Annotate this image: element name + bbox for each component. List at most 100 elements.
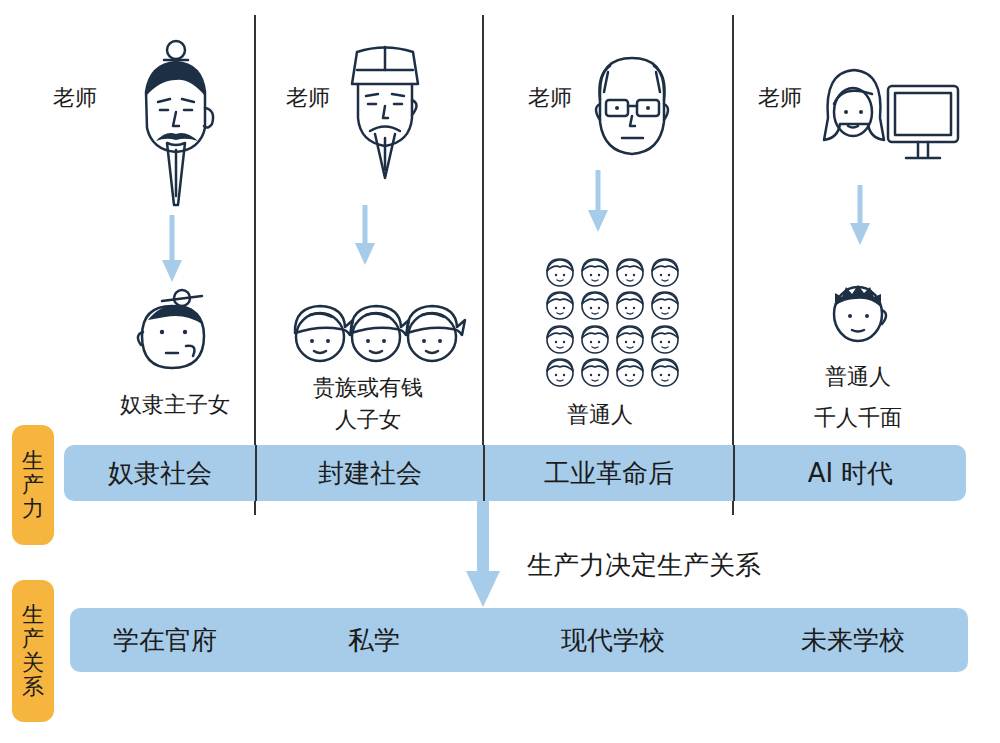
ai-era-teacher-part xyxy=(824,70,884,140)
crowd-of-students-part xyxy=(547,326,573,353)
feudal-teacher-part xyxy=(366,94,404,96)
figure-label: 老师 xyxy=(53,82,97,114)
ai-era-teacher-part xyxy=(895,93,951,135)
era-name: 未来学校 xyxy=(801,623,905,658)
era-name: 封建社会 xyxy=(318,456,422,491)
modern-teacher-part xyxy=(615,106,619,110)
modern-teacher-part xyxy=(630,116,635,126)
edge-label: 生产力决定生产关系 xyxy=(527,547,761,585)
feudal-teacher xyxy=(352,47,418,178)
individual-student-part xyxy=(848,314,852,318)
individual-student-part xyxy=(835,285,881,307)
slave-era-teacher xyxy=(146,41,213,205)
slave-owner-child-part xyxy=(166,352,178,355)
era-name: 私学 xyxy=(348,623,400,658)
row-tag-text: 生产力 xyxy=(22,449,44,522)
feudal-teacher-part xyxy=(384,138,387,170)
crowd-of-students xyxy=(547,259,678,386)
row-tag-text: 生产关系 xyxy=(22,603,44,700)
figure-label: 老师 xyxy=(528,82,572,114)
modern-teacher xyxy=(596,58,668,154)
column-dividers-part xyxy=(254,15,256,515)
era-band: 学在官府 私学 现代学校 未来学校 xyxy=(70,608,968,672)
slave-owner-child-part xyxy=(138,332,143,345)
crowd-of-students-part xyxy=(582,359,608,386)
slave-era-teacher-part xyxy=(158,99,194,102)
slave-era-teacher-part xyxy=(173,112,179,126)
crowd-of-students-part xyxy=(617,292,643,319)
figure-label: 普通人 xyxy=(567,399,633,431)
band-cell: 封建社会 xyxy=(255,445,483,501)
era-name: 现代学校 xyxy=(561,623,665,658)
feudal-teacher-part xyxy=(384,47,387,70)
row-tag: 生产关系 xyxy=(12,580,54,722)
slave-owner-child-part xyxy=(160,330,164,334)
feudal-teacher-part xyxy=(358,84,412,146)
era-name: 学在官府 xyxy=(113,623,217,658)
crowd-of-students-part xyxy=(652,292,678,319)
slave-era-teacher-part xyxy=(146,62,205,152)
modern-teacher-part xyxy=(622,137,643,140)
modern-teacher-part xyxy=(599,66,664,100)
crowd-of-students-part xyxy=(652,359,678,386)
slave-owner-child-part xyxy=(183,330,187,334)
slave-era-teacher-part xyxy=(204,108,213,128)
teaching-arrow xyxy=(858,185,863,223)
noble-children-part xyxy=(407,306,465,361)
slave-era-teacher-part xyxy=(146,62,205,96)
era-band: 奴隶社会 封建社会 工业革命后 AI 时代 xyxy=(64,445,966,501)
ai-era-teacher-part xyxy=(848,126,858,128)
noble-children-part xyxy=(351,306,409,361)
figure-label: 奴隶主子女 xyxy=(120,389,230,421)
figure-label: 老师 xyxy=(286,82,330,114)
teaching-arrow xyxy=(596,170,601,210)
crowd-of-students-part xyxy=(652,326,678,353)
slave-era-teacher-part xyxy=(175,150,178,196)
crowd-of-students-part xyxy=(582,292,608,319)
band-cell: AI 时代 xyxy=(733,445,966,501)
figure-label: 贵族或有钱 人子女 xyxy=(311,372,425,436)
feudal-teacher-part xyxy=(412,100,417,115)
individual-student xyxy=(834,285,886,341)
figure-label: 普通人 xyxy=(825,361,891,393)
modern-teacher-part xyxy=(646,106,650,110)
crowd-of-students-part xyxy=(617,326,643,353)
individual-student-part xyxy=(852,330,864,332)
crowd-of-students-part xyxy=(617,259,643,286)
crowd-of-students-part xyxy=(652,259,678,286)
band-cell: 学在官府 xyxy=(70,608,260,672)
feudal-teacher-part xyxy=(375,134,395,178)
slave-era-teacher-part xyxy=(156,133,198,141)
band-cell: 工业革命后 xyxy=(483,445,733,501)
feudal-teacher-part xyxy=(370,127,400,132)
slave-owner-child xyxy=(138,290,204,368)
feudal-teacher-part xyxy=(352,48,418,85)
figure-label: 老师 xyxy=(758,82,802,114)
ai-era-teacher-part xyxy=(906,142,940,158)
feudal-teacher-part xyxy=(383,106,388,118)
modern-teacher-part xyxy=(628,105,637,108)
slave-owner-child-part xyxy=(148,305,202,324)
era-name: 工业革命后 xyxy=(544,456,674,491)
ai-era-teacher-part xyxy=(844,110,848,114)
band-cell: 私学 xyxy=(260,608,488,672)
modern-teacher-part xyxy=(606,100,628,116)
crowd-of-students-part xyxy=(582,326,608,353)
modern-teacher-part xyxy=(637,100,659,116)
influence-arrow xyxy=(477,501,489,571)
ai-era-teacher-part xyxy=(834,88,872,136)
era-name: 奴隶社会 xyxy=(108,456,212,491)
slave-owner-child-part xyxy=(162,296,202,301)
slave-era-teacher-part xyxy=(167,41,185,59)
band-cell: 现代学校 xyxy=(488,608,738,672)
teaching-arrow xyxy=(363,205,368,243)
ai-era-teacher xyxy=(824,70,958,158)
crowd-of-students-part xyxy=(547,259,573,286)
figure-label: 千人千面 xyxy=(814,402,902,434)
ai-era-teacher-part xyxy=(834,91,872,104)
band-cell: 未来学校 xyxy=(738,608,968,672)
band-cell: 奴隶社会 xyxy=(64,445,255,501)
column-dividers xyxy=(255,15,733,515)
crowd-of-students-part xyxy=(617,359,643,386)
